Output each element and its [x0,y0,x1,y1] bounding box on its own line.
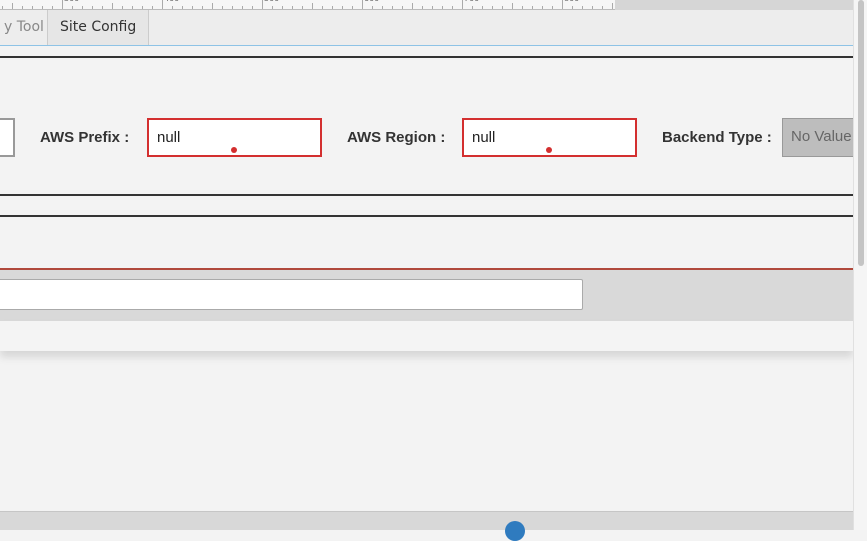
ruler-tick [122,6,123,9]
ruler-tick [112,3,113,9]
ruler-tick [582,6,583,9]
ruler-tick [352,6,353,9]
ruler-tick [492,6,493,9]
ruler-tick [592,6,593,9]
ruler-tick [342,6,343,9]
tab-tool[interactable]: y Tool [4,19,44,35]
ruler-tick [432,6,433,9]
ruler-tick [32,6,33,9]
ruler-tick [442,6,443,9]
cut-off-input[interactable] [0,118,15,157]
ruler-tick [612,3,613,9]
ruler-tick [602,6,603,9]
divider [0,56,853,58]
ruler-tick [302,6,303,9]
ruler-tick [362,0,363,9]
ruler-tick [512,3,513,9]
backend-type-select[interactable]: No Value [782,118,862,157]
scrollbar-thumb[interactable] [858,0,864,266]
ruler-tick [472,6,473,9]
ruler-tick [62,0,63,9]
divider [0,194,853,196]
ruler-tick [152,6,153,9]
ruler-label: 800 [564,0,579,3]
ruler: 300 400 500 600 700 800 [0,0,615,10]
ruler-tick [252,6,253,9]
ruler-tick [542,6,543,9]
bottom-bar [0,511,853,541]
ruler-tick [522,6,523,9]
ruler-tick [222,6,223,9]
ruler-tick [162,0,163,9]
ruler-tick [412,3,413,9]
ruler-label: 300 [64,0,79,3]
ruler-label: 500 [264,0,279,3]
ruler-tick [242,6,243,9]
ruler-tick [182,6,183,9]
ruler-tick [502,6,503,9]
ruler-tick [552,6,553,9]
ruler-tick [172,6,173,9]
ruler-tick [392,6,393,9]
ruler-tick [322,6,323,9]
ruler-tick [372,6,373,9]
ruler-tick [12,3,13,9]
ruler-tick [282,6,283,9]
ruler-tick [452,6,453,9]
ruler-label: 600 [364,0,379,3]
section-footer [0,321,853,351]
ruler-tick [462,0,463,9]
tab-bar: y Tool Site Config [0,10,853,46]
info-badge-icon[interactable] [505,521,525,541]
ruler-tick [52,6,53,9]
divider [0,215,853,217]
ruler-tick [202,6,203,9]
ruler-tick [192,6,193,9]
ruler-tick [312,3,313,9]
ruler-tick [562,0,563,9]
ruler-tick [102,6,103,9]
ruler-tick [92,6,93,9]
vertical-scrollbar[interactable] [853,0,867,530]
ruler-tick [482,6,483,9]
ruler-label: 700 [464,0,479,3]
error-indicator-icon [546,147,552,153]
ruler-tick [532,6,533,9]
ruler-tick [82,6,83,9]
ruler-tick [212,3,213,9]
ruler-end [615,0,853,10]
ruler-tick [142,6,143,9]
ruler-tick [232,6,233,9]
error-indicator-icon [231,147,237,153]
ruler-label: 400 [164,0,179,3]
text-input[interactable] [0,279,583,310]
ruler-tick [292,6,293,9]
aws-region-label: AWS Region : [347,129,446,146]
ruler-tick [132,6,133,9]
ruler-tick [42,6,43,9]
backend-type-label: Backend Type : [662,129,772,146]
ruler-tick [572,6,573,9]
ruler-tick [402,6,403,9]
ruler-tick [2,6,3,9]
tab-site-config[interactable]: Site Config [47,10,150,45]
config-panel [0,58,853,194]
ruler-tick [272,6,273,9]
ruler-tick [22,6,23,9]
aws-prefix-label: AWS Prefix : [40,129,130,146]
ruler-tick [332,6,333,9]
ruler-tick [72,6,73,9]
ruler-tick [382,6,383,9]
input-section [0,268,853,321]
ruler-tick [422,6,423,9]
ruler-tick [262,0,263,9]
